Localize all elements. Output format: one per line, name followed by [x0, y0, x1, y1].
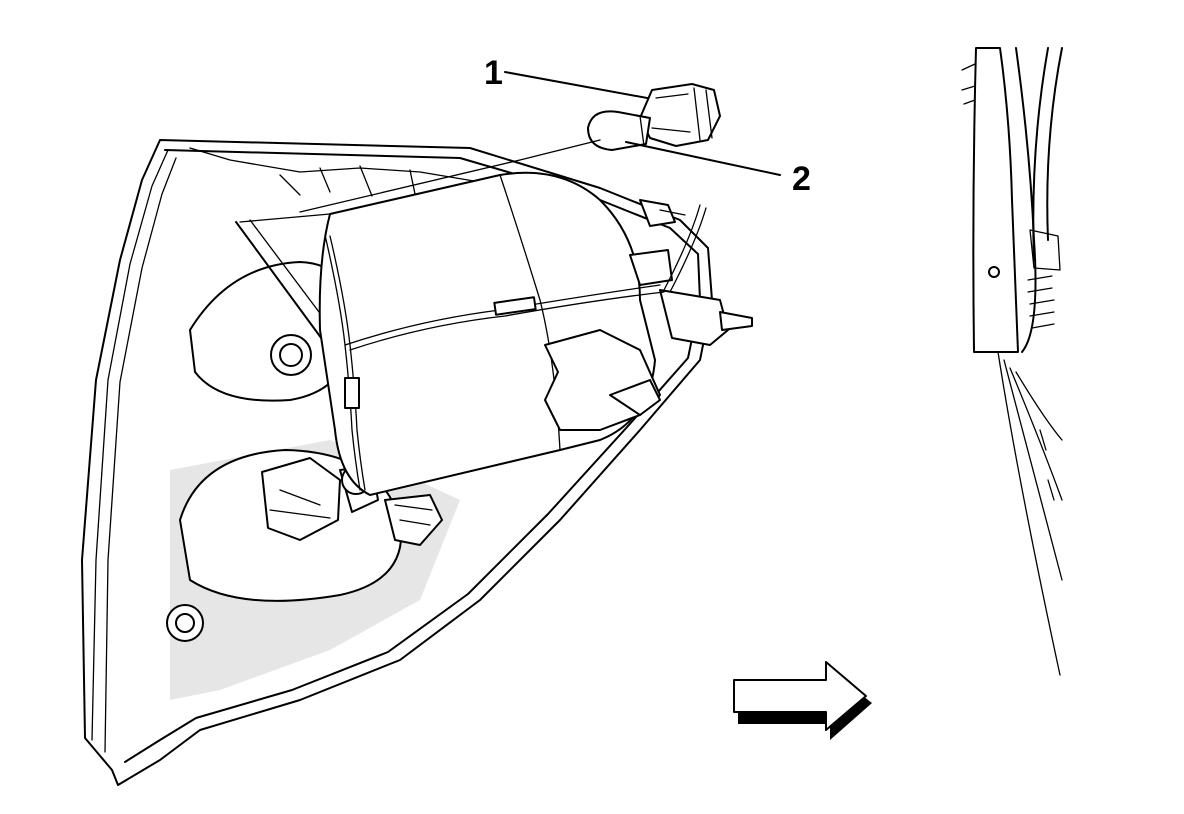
vehicle-body-panel — [961, 47, 1063, 676]
socket — [639, 83, 721, 147]
right-arrow-icon — [733, 661, 867, 731]
callout-number-2: 2 — [792, 160, 811, 198]
lamp-module — [239, 171, 753, 496]
callout-number-1: 1 — [484, 54, 503, 92]
socket-callout: 1 — [484, 54, 721, 147]
bulb — [587, 110, 651, 151]
bulb-callout: 2 — [299, 110, 811, 213]
direction-arrow — [733, 661, 872, 740]
